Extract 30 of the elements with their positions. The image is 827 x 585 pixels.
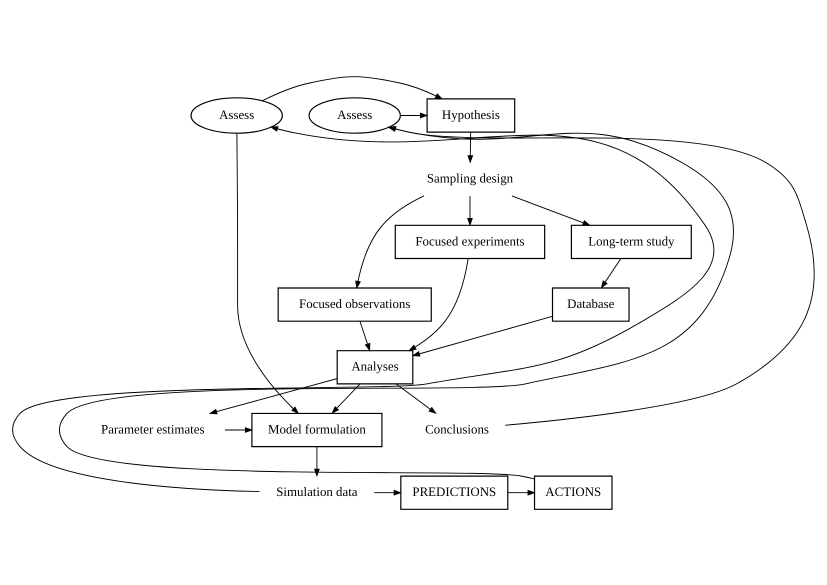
node-box: Database xyxy=(552,286,630,322)
node-text: Conclusions xyxy=(425,422,489,436)
arrow xyxy=(412,315,553,356)
node-box: PREDICTIONS xyxy=(400,475,508,510)
arrow xyxy=(374,489,402,496)
node-text: Simulation data xyxy=(276,484,358,499)
node-text: Sampling design xyxy=(426,171,514,186)
arrow xyxy=(360,320,370,352)
arrow xyxy=(508,489,536,496)
arrow xyxy=(331,383,360,414)
node-box: Model formulation xyxy=(251,412,383,447)
arrow xyxy=(262,76,444,101)
arrow xyxy=(400,112,428,118)
arrow xyxy=(208,378,338,414)
node-box: Focused observations xyxy=(278,286,432,322)
arrow xyxy=(396,383,437,414)
node-box: ACTIONS xyxy=(534,475,613,510)
arrow xyxy=(467,195,473,226)
arrow xyxy=(467,131,474,164)
arrow xyxy=(355,194,425,289)
node-box: Long-term study xyxy=(570,224,692,259)
node-box: Hypothesis xyxy=(426,98,516,132)
arrow xyxy=(408,258,469,351)
arrow xyxy=(600,258,622,288)
node-box: Focused experiments xyxy=(394,224,546,259)
node-box: Analyses xyxy=(336,350,414,384)
arrow xyxy=(236,132,300,414)
node-text: Parameter estimates xyxy=(101,422,204,436)
arrow xyxy=(224,426,254,432)
arrow xyxy=(512,195,591,226)
